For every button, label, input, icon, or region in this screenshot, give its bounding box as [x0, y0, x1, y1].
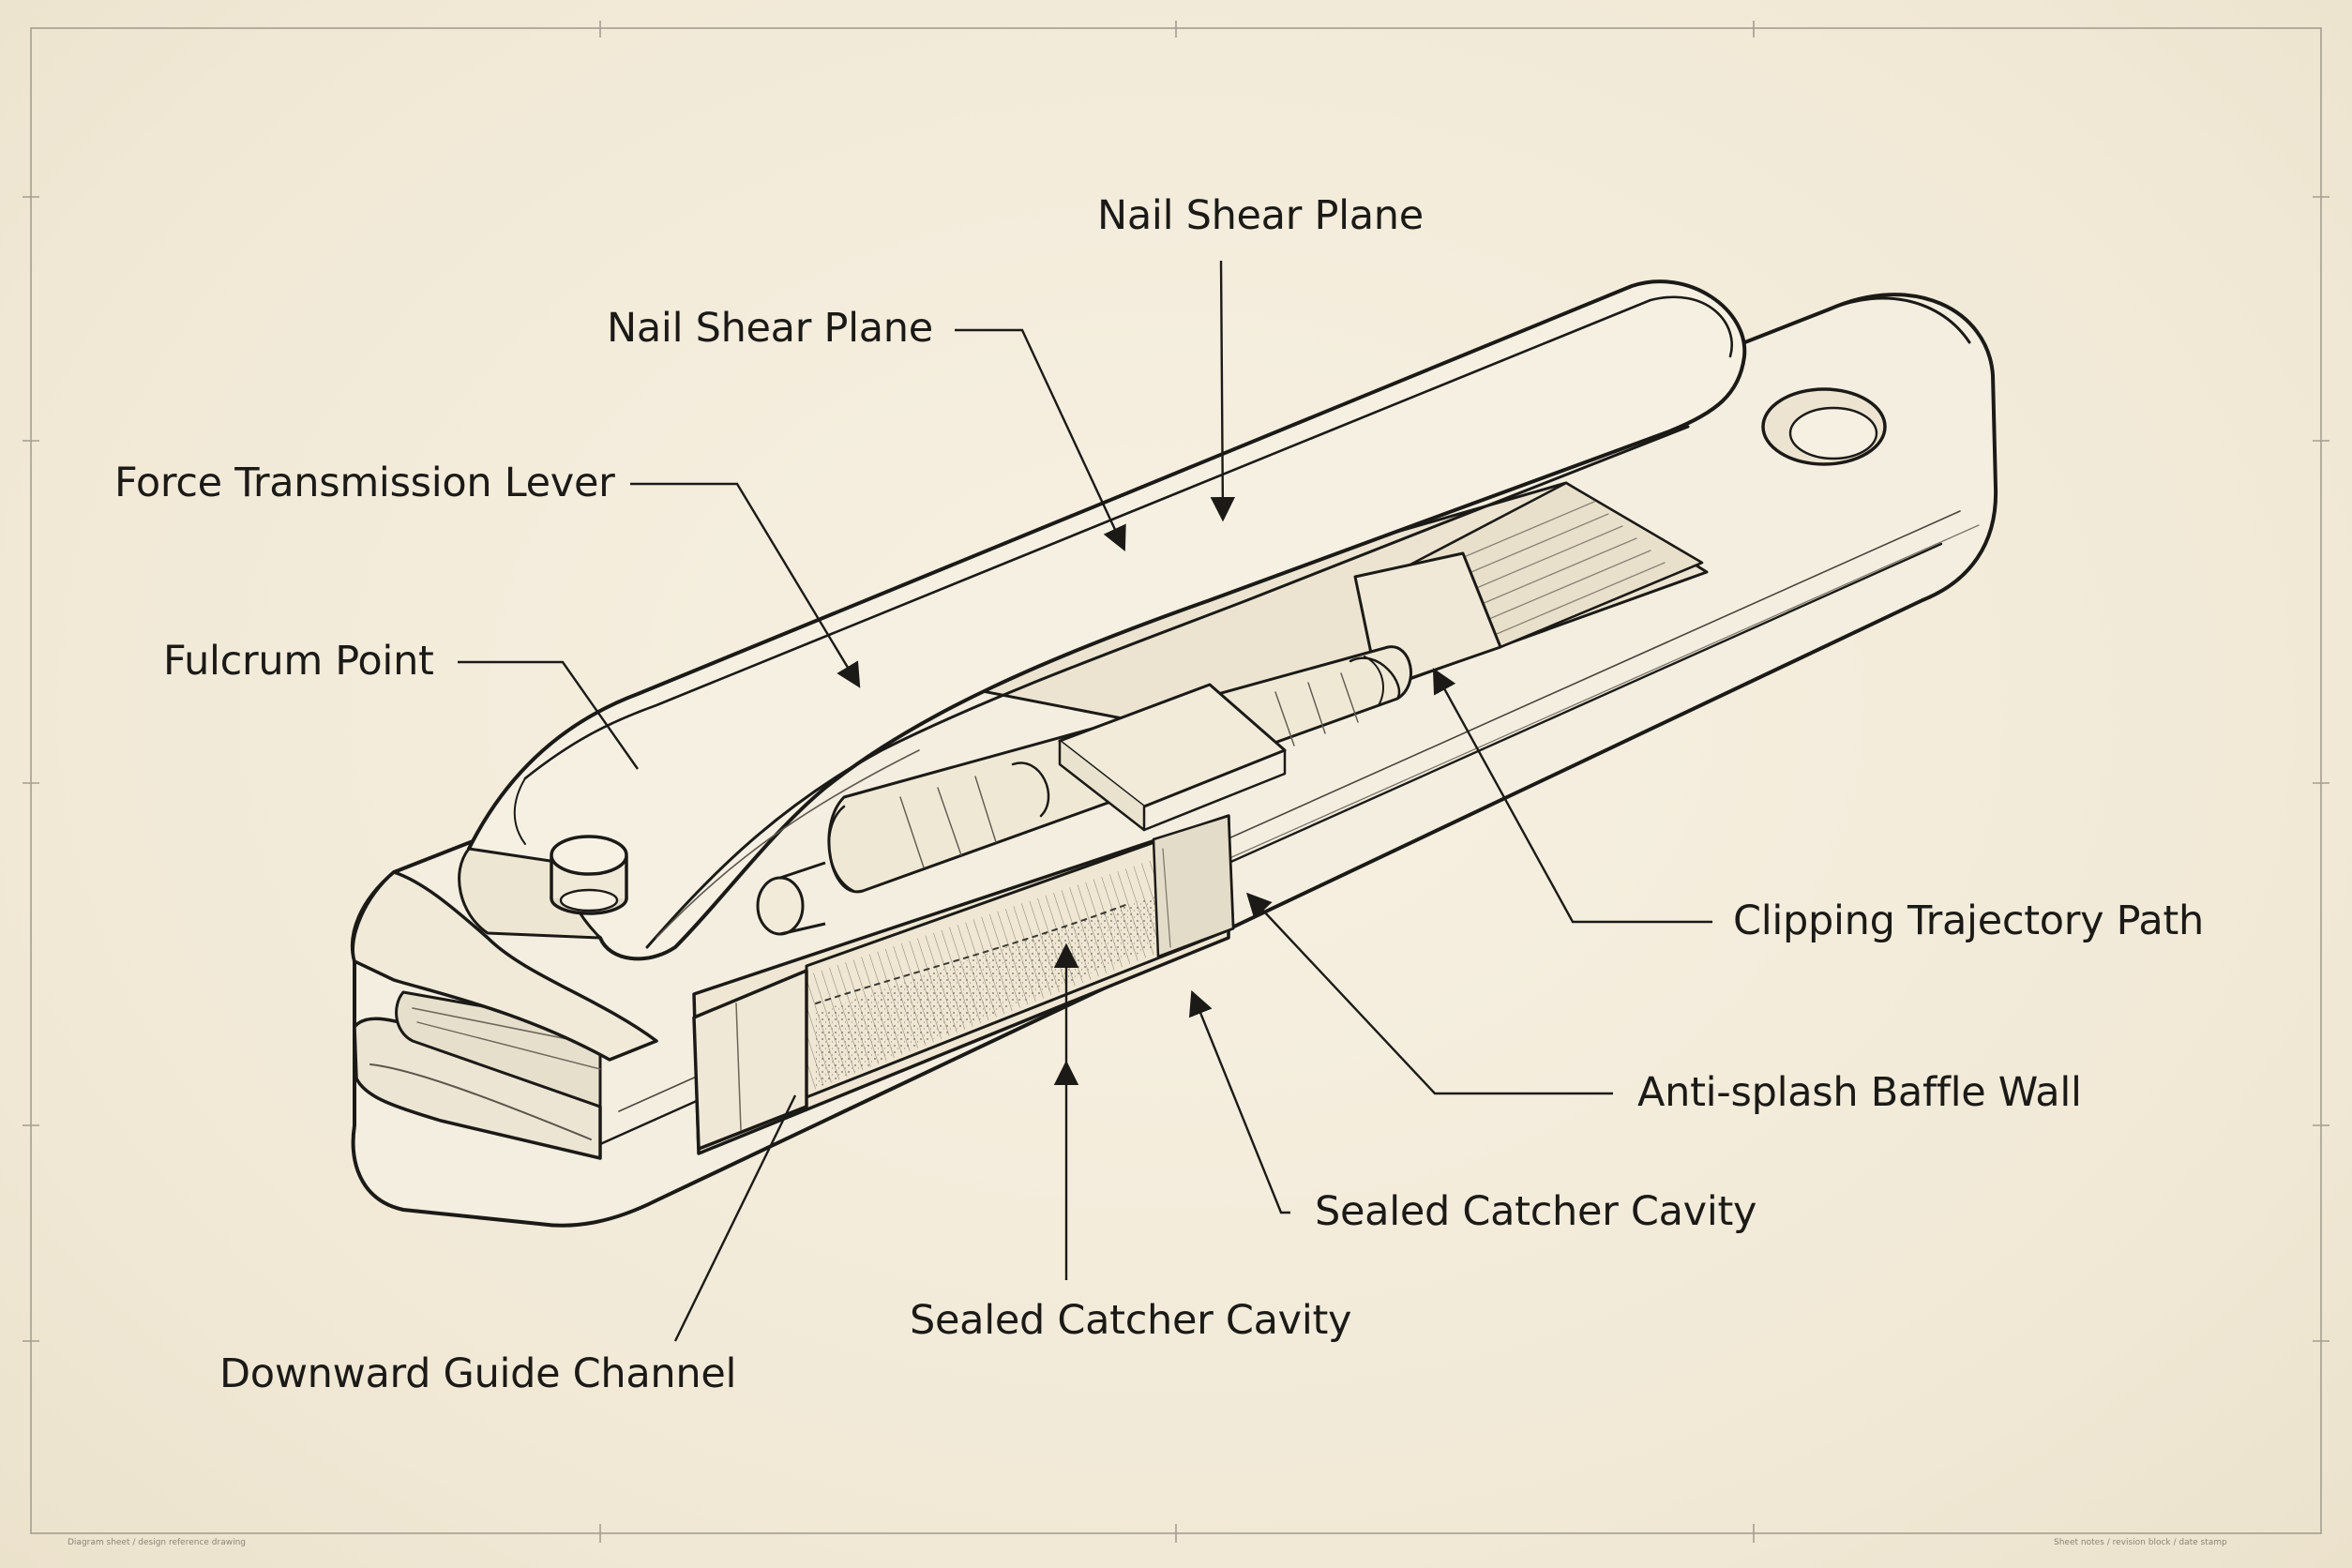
- label-fulcrum: Fulcrum Point: [163, 638, 434, 685]
- label-trajectory: Clipping Trajectory Path: [1733, 897, 2204, 944]
- leader-catcher-right: [1188, 989, 1290, 1214]
- pivot-roller: [756, 861, 826, 936]
- label-baffle: Anti-splash Baffle Wall: [1637, 1069, 2082, 1116]
- leader-lines: [458, 260, 1712, 1342]
- label-shear-plane-top: Nail Shear Plane: [1097, 192, 1424, 239]
- drawing-frame: [23, 21, 2329, 1543]
- leader-force-lever: [630, 482, 861, 688]
- label-catcher-bottom: Sealed Catcher Cavity: [910, 1297, 1352, 1344]
- baffle-block: [692, 969, 808, 1151]
- footer-note-left: Diagram sheet / design reference drawing: [68, 1538, 247, 1547]
- fulcrum-pin: [550, 835, 628, 915]
- lower-jaw: [353, 1017, 602, 1160]
- leader-baffle: [1245, 892, 1613, 1095]
- label-force-lever: Force Transmission Lever: [114, 460, 615, 506]
- footer-note-right: Sheet notes / revision block / date stam…: [2054, 1538, 2227, 1547]
- leader-guide-channel: [673, 1094, 797, 1342]
- leader-shear-left: [955, 328, 1126, 551]
- label-catcher-right: Sealed Catcher Cavity: [1315, 1188, 1757, 1235]
- leader-fulcrum: [458, 660, 639, 770]
- leader-trajectory: [1432, 668, 1712, 924]
- front-nose: [351, 870, 658, 1062]
- clipper-body: [350, 293, 1998, 1228]
- label-shear-plane-left: Nail Shear Plane: [607, 305, 933, 352]
- lanyard-hole: [1761, 387, 1887, 466]
- label-guide-channel: Downward Guide Channel: [219, 1350, 737, 1397]
- leader-shear-top: [1210, 260, 1236, 522]
